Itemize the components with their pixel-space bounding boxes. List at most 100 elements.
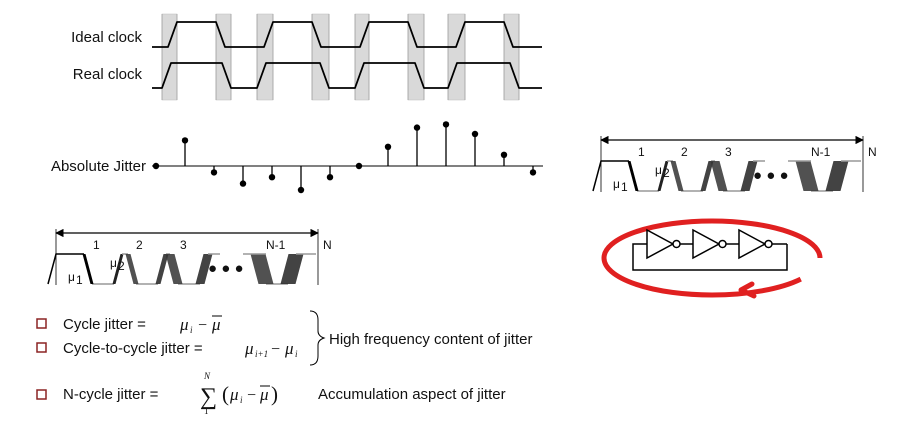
mu2-label: μ [655,163,662,177]
n-cycle-jitter-formula: N ∑ 1 ( μ i − μ ) [200,371,278,416]
svg-text:−: − [198,317,207,334]
accumulation-note: Accumulation aspect of jitter [318,386,506,403]
bullet-icon [36,389,47,400]
first-edge [47,253,84,285]
edge-index-label: 3 [725,145,732,159]
mu2-subscript: 2 [663,166,670,180]
ring-oscillator [601,218,823,299]
grouping-brace [309,310,326,366]
cycle-to-cycle-jitter-label: Cycle-to-cycle jitter = [63,340,203,357]
falling-edge [250,254,274,284]
jitter-sample-dot [413,124,421,131]
edge-index-label: N [868,145,877,159]
falling-edge [627,161,639,191]
first-edge [592,160,629,192]
c2c-jitter-formula: μ i+1 − μ i [244,339,298,359]
svg-text:−: − [271,341,280,358]
svg-text:i: i [190,325,193,335]
ideal-clock-waveform [152,21,542,48]
svg-text:−: − [247,387,256,404]
loop-arrowhead-icon [738,281,757,299]
rising-edge [657,161,669,191]
falling-edge [165,254,183,284]
ellipsis: ● ● ● [208,260,244,277]
falling-edge [125,254,139,284]
n-cycle-jitter-label: N-cycle jitter = [63,386,159,403]
edge-index-label: 1 [93,238,100,252]
svg-text:μ: μ [211,315,221,334]
mu1-label: μ [613,177,620,191]
jitter-sample-dot [326,174,334,181]
edge-index-label: 1 [638,145,645,159]
jitter-sample-dot [500,151,508,158]
cycle-jitter-formula: μ i − μ [179,315,222,335]
svg-text:∑: ∑ [200,384,217,410]
absolute-jitter-label: Absolute Jitter [51,158,146,175]
edge-index-label: N [323,238,332,252]
edge-index-label: N-1 [266,238,286,252]
inverter-bubble [718,239,727,249]
inverter-chain [646,228,787,260]
svg-text:i: i [295,349,298,359]
mu1-subscript: 1 [76,273,83,287]
mu2-subscript: 2 [118,259,125,273]
inverter-icon [646,228,675,260]
jitter-sample-dot [471,130,479,138]
rising-edge [155,254,169,284]
jitter-sample-dot [442,121,450,128]
rising-edge [700,161,714,191]
rising-edge [825,161,849,191]
mu1-subscript: 1 [621,180,628,194]
jitter-sample-dot [152,162,160,170]
clock-section: Ideal clock Real clock [71,13,542,101]
svg-text:(: ( [222,382,229,406]
rising-edge [195,254,213,284]
svg-text:μ: μ [244,339,254,358]
jitter-sample-dot [297,186,305,194]
bullet-icon [36,342,47,353]
svg-text:1: 1 [204,406,209,416]
rising-edge [740,161,758,191]
svg-text:N: N [203,371,211,381]
edge-index-label: 2 [136,238,143,252]
falling-edge [82,254,94,284]
svg-text:μ: μ [229,385,239,404]
bullet-icon [36,318,47,329]
inverter-icon [738,228,767,260]
jitter-definitions: Cycle jitter = Cycle-to-cycle jitter = N… [36,310,532,416]
ideal-clock-label: Ideal clock [71,29,142,46]
jitter-sample-dot [181,137,189,144]
real-clock-label: Real clock [73,66,143,83]
ellipsis: ● ● ● [753,167,789,184]
cycle-jitter-label: Cycle jitter = [63,316,146,333]
falling-edge [795,161,819,191]
edge-index-label: 3 [180,238,187,252]
falling-edge [710,161,728,191]
feedback-wire [632,243,788,271]
jitter-sample-dot [210,169,218,176]
edge-index-label: N-1 [811,145,831,159]
real-clock-waveform [152,62,542,89]
falling-edge [670,161,684,191]
mu1-label: μ [68,270,75,284]
jitter-sample-dot [239,180,247,187]
mu2-label: μ [110,256,117,270]
svg-text:i+1: i+1 [255,349,268,359]
svg-text:μ: μ [284,339,294,358]
jitter-sample-dot [268,174,276,181]
jitter-sample-dot [529,169,537,176]
svg-text:): ) [271,382,278,406]
rising-edge [280,254,304,284]
absolute-jitter-section: Absolute Jitter [51,121,543,194]
jitter-stem-plot [152,121,537,194]
svg-text:μ: μ [179,315,189,334]
svg-text:μ: μ [259,385,269,404]
jitter-sample-dot [384,143,392,150]
inverter-bubble [672,239,681,249]
edge-index-label: 2 [681,145,688,159]
feedback-loop-arc [601,218,823,298]
rising-edge [112,254,124,284]
